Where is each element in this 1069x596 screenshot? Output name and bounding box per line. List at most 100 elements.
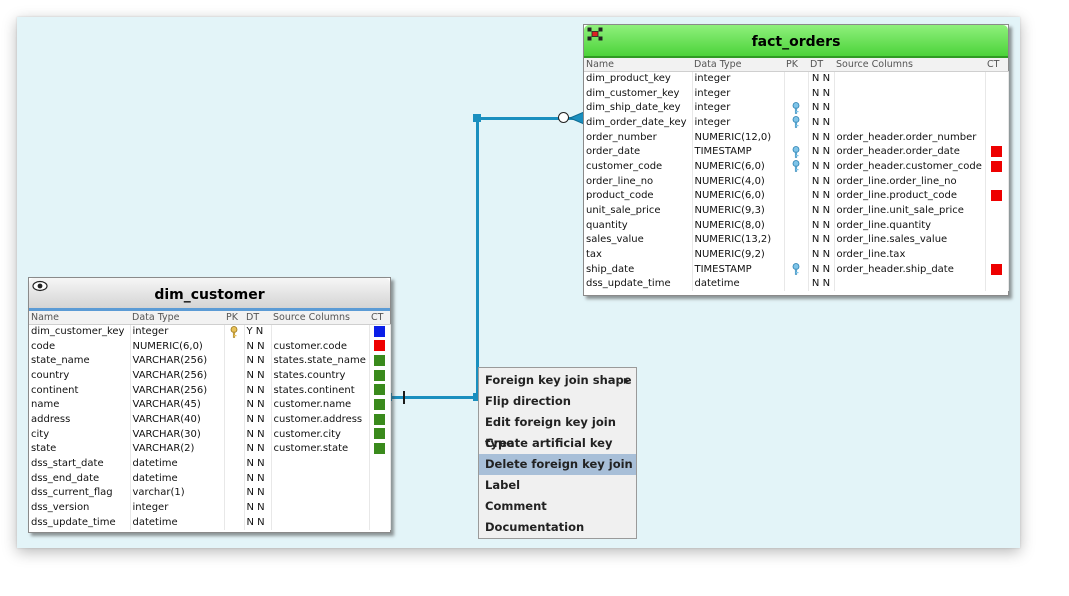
column-source: order_header.order_number bbox=[834, 129, 986, 145]
dt-flag-2: N bbox=[822, 175, 831, 187]
column-ct bbox=[369, 426, 391, 442]
fact-orders-header[interactable]: fact_orders bbox=[584, 25, 1008, 58]
column-name: code bbox=[29, 338, 131, 354]
ct-color-square bbox=[374, 443, 385, 455]
join-handle-top[interactable] bbox=[473, 114, 481, 122]
column-name: ship_date bbox=[584, 261, 693, 277]
col-header-name: Name bbox=[29, 311, 130, 325]
column-data-type: NUMERIC(6,0) bbox=[130, 338, 225, 354]
menu-item-label: Edit foreign key join type bbox=[485, 415, 616, 450]
column-data-type: NUMERIC(13,2) bbox=[692, 232, 785, 248]
dim-customer-header[interactable]: dim_customer bbox=[29, 278, 390, 311]
column-ct bbox=[369, 441, 391, 457]
column-pk bbox=[224, 514, 245, 530]
column-pk bbox=[784, 159, 809, 174]
menu-item-delete-foreign-key-join[interactable]: Delete foreign key join bbox=[479, 454, 636, 475]
join-line-horizontal-bottom[interactable] bbox=[390, 396, 478, 399]
menu-item-label[interactable]: Label bbox=[479, 475, 636, 496]
ct-color-square bbox=[374, 384, 385, 396]
ct-color-square bbox=[374, 354, 385, 366]
dt-flag: N bbox=[257, 413, 265, 425]
pk-flag: N bbox=[246, 472, 254, 484]
menu-item-edit-foreign-key-join-type[interactable]: Edit foreign key join type bbox=[479, 412, 636, 450]
column-ct bbox=[369, 470, 391, 486]
column-data-type: varchar(1) bbox=[130, 485, 225, 501]
column-source bbox=[271, 485, 370, 501]
column-data-type: NUMERIC(8,0) bbox=[692, 217, 785, 233]
column-ct bbox=[985, 217, 1009, 233]
pk-flag: N bbox=[246, 340, 254, 352]
join-line-horizontal-top[interactable] bbox=[476, 117, 584, 120]
dt-flag: N bbox=[255, 326, 264, 338]
column-dt: N N bbox=[808, 85, 835, 101]
dt-flag-2: N bbox=[822, 263, 831, 275]
column-dt: N N bbox=[808, 129, 835, 145]
ct-color-square bbox=[991, 160, 1002, 172]
fact-orders-table[interactable]: fact_orders Name Data Type PK DT Source … bbox=[583, 24, 1009, 296]
column-source bbox=[834, 100, 986, 116]
join-optional-circle bbox=[558, 112, 569, 123]
column-data-type: NUMERIC(6,0) bbox=[692, 159, 785, 174]
menu-item-comment[interactable]: Comment bbox=[479, 496, 636, 517]
menu-item-create-artificial-key[interactable]: Create artificial key bbox=[479, 433, 636, 454]
column-source: order_line.product_code bbox=[834, 188, 986, 204]
ct-color-square bbox=[374, 399, 385, 411]
column-ct bbox=[369, 485, 391, 501]
column-source bbox=[834, 115, 986, 130]
column-pk bbox=[784, 232, 809, 248]
dt-flag-1: N bbox=[811, 160, 820, 172]
column-name: quantity bbox=[584, 217, 693, 233]
join-handle-bottom[interactable] bbox=[473, 393, 481, 401]
column-dt: N N bbox=[244, 441, 272, 457]
menu-item-label: Flip direction bbox=[485, 394, 571, 408]
column-pk bbox=[784, 71, 809, 86]
dim-customer-table[interactable]: dim_customer Name Data Type PK DT Source… bbox=[28, 277, 391, 533]
column-pk bbox=[224, 485, 245, 501]
column-source: order_line.tax bbox=[834, 247, 986, 262]
column-ct bbox=[369, 514, 391, 530]
dt-flag: N bbox=[257, 428, 265, 440]
menu-item-documentation[interactable]: Documentation bbox=[479, 517, 636, 538]
menu-item-foreign-key-join-shape[interactable]: Foreign key join shape▶ bbox=[479, 370, 636, 391]
column-pk bbox=[784, 115, 809, 130]
column-source: order_line.order_line_no bbox=[834, 173, 986, 189]
column-name: dss_end_date bbox=[29, 470, 131, 486]
column-ct bbox=[985, 247, 1009, 262]
pk-flag: N bbox=[246, 413, 254, 425]
dt-flag-2: N bbox=[822, 205, 831, 217]
join-line-vertical[interactable] bbox=[476, 117, 479, 399]
dt-flag: N bbox=[257, 369, 265, 381]
column-source: customer.state bbox=[271, 441, 370, 457]
menu-item-flip-direction[interactable]: Flip direction bbox=[479, 391, 636, 412]
column-ct bbox=[985, 261, 1009, 277]
